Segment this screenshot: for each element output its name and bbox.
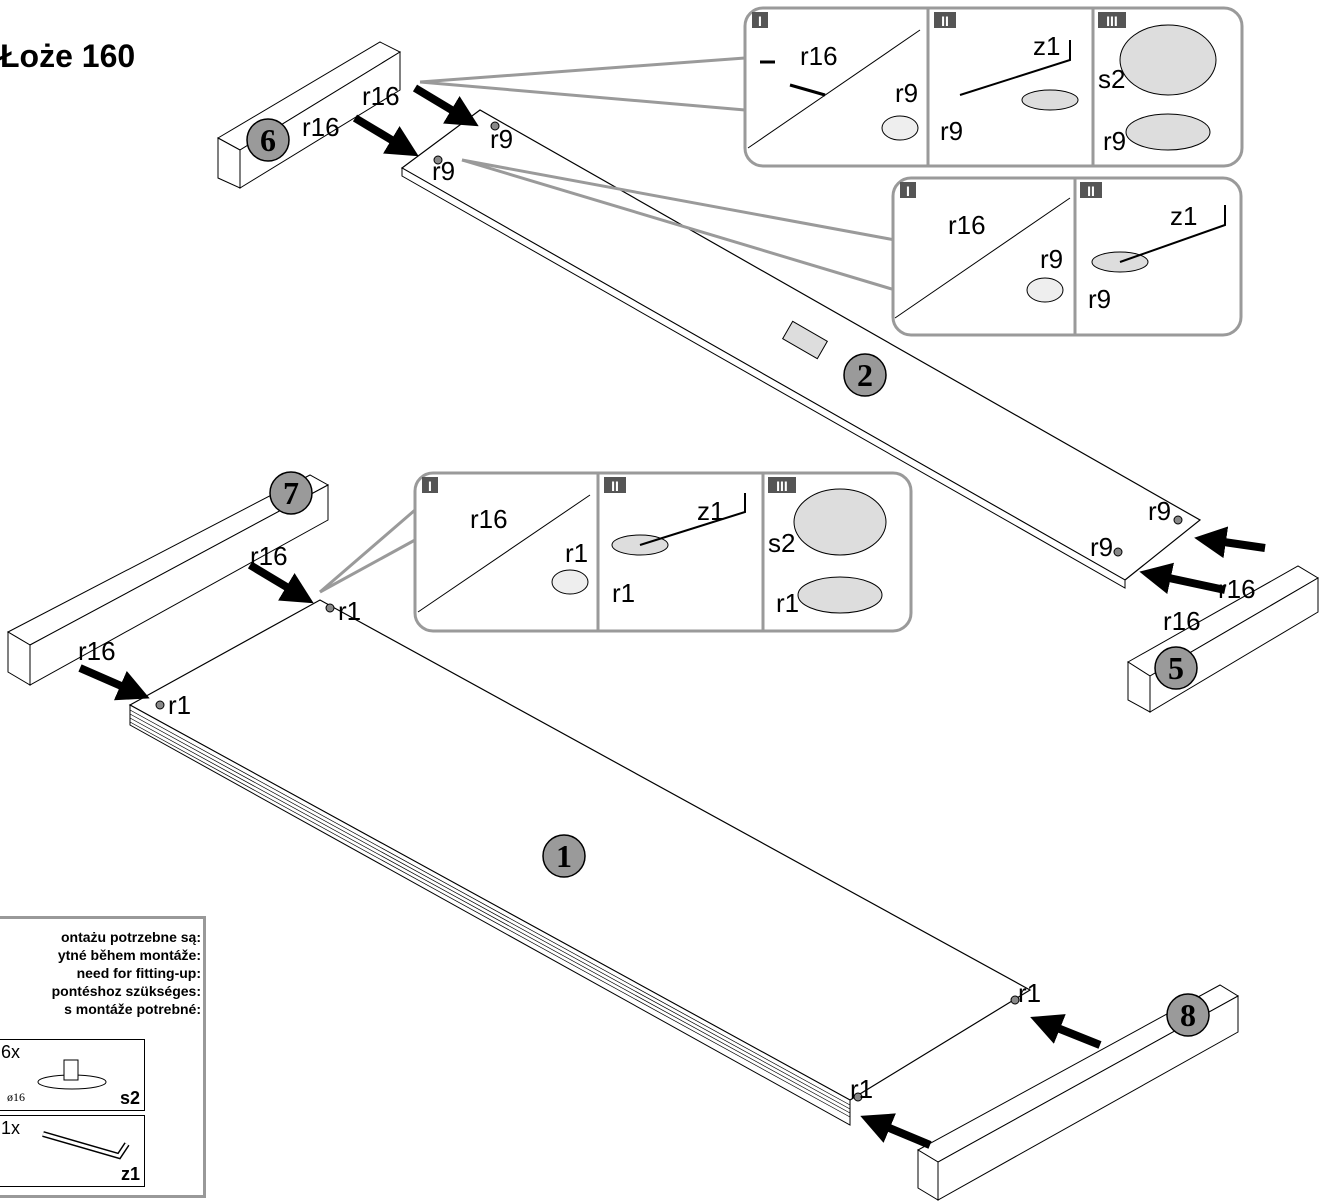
tools-text-sk: s montáže potrebné: xyxy=(64,1001,201,1017)
part-number-5: 5 xyxy=(1168,650,1184,686)
part-circle-6 xyxy=(246,118,290,162)
label-r16: r16 xyxy=(78,636,116,666)
label-r9: r9 xyxy=(1148,496,1171,526)
part-circle-8 xyxy=(1166,993,1210,1037)
part-circle-1 xyxy=(542,834,586,878)
callout-connectors xyxy=(319,56,896,594)
callout-lower xyxy=(413,471,913,633)
step-tag: II xyxy=(1087,183,1095,199)
step-tag: II xyxy=(611,478,619,494)
tool-qty: 6x xyxy=(1,1042,21,1062)
label-r16: r16 xyxy=(1218,574,1256,604)
label-r9: r9 xyxy=(432,156,455,186)
label-r1: r1 xyxy=(776,588,799,618)
step-tag: I xyxy=(906,183,910,199)
step-tag: II xyxy=(941,13,949,29)
step-tag: III xyxy=(776,478,788,494)
label-r1: r1 xyxy=(612,578,635,608)
part-number-7: 7 xyxy=(283,475,299,511)
label-r1: r1 xyxy=(565,538,588,568)
part-circle-2 xyxy=(843,353,887,397)
allen-key-icon xyxy=(42,1131,130,1160)
cam-lock-icon xyxy=(37,1059,107,1090)
board-part-2 xyxy=(400,109,1202,589)
label-r9: r9 xyxy=(940,116,963,146)
callout-middle xyxy=(891,176,1243,337)
label-r9: r9 xyxy=(895,78,918,108)
label-s2: s2 xyxy=(768,528,795,558)
tools-text-hu: pontéshoz szükséges: xyxy=(51,983,201,999)
label-r1: r1 xyxy=(338,596,361,626)
tool-qty: 1x xyxy=(1,1118,21,1138)
part-circle-7 xyxy=(269,471,313,515)
tool-code: z1 xyxy=(120,1164,140,1184)
label-r9: r9 xyxy=(1103,126,1126,156)
tools-text-pl: ontażu potrzebne są: xyxy=(60,929,201,945)
label-r9: r9 xyxy=(1090,532,1113,562)
part-number-2: 2 xyxy=(857,357,873,393)
step-tag: III xyxy=(1106,13,1118,29)
label-r9: r9 xyxy=(1088,284,1111,314)
label-r16: r16 xyxy=(1163,606,1201,636)
part-circle-5 xyxy=(1154,646,1198,690)
page-title: Łoże 160 xyxy=(0,38,136,74)
label-r1: r1 xyxy=(850,1074,873,1104)
tool-item-s2: 6x ø16 s2 xyxy=(0,1039,145,1111)
assembly-arrows xyxy=(78,84,1266,1149)
label-z1: z1 xyxy=(1033,31,1060,61)
tool-note: ø16 xyxy=(7,1090,25,1104)
label-r9: r9 xyxy=(490,124,513,154)
tools-text-en: need for fitting-up: xyxy=(76,965,201,981)
part-number-6: 6 xyxy=(260,122,276,158)
label-r16: r16 xyxy=(250,541,288,571)
tools-text-cz: ytné během montáže: xyxy=(57,947,201,963)
tools-required-box: ontażu potrzebne są: ytné během montáže:… xyxy=(0,916,206,1198)
label-r16: r16 xyxy=(948,210,986,240)
leg-part-8 xyxy=(916,984,1239,1201)
tool-code: s2 xyxy=(119,1088,140,1108)
callout-top xyxy=(743,6,1244,168)
label-r16: r16 xyxy=(470,504,508,534)
label-r9: r9 xyxy=(1040,244,1063,274)
leg-part-7 xyxy=(6,474,330,686)
label-r16: r16 xyxy=(362,81,400,111)
step-tag: I xyxy=(758,13,762,29)
part-number-8: 8 xyxy=(1180,997,1196,1033)
label-z1: z1 xyxy=(697,496,724,526)
label-r1: r1 xyxy=(168,690,191,720)
label-r1: r1 xyxy=(1018,978,1041,1008)
tool-item-z1: 1x z1 xyxy=(0,1115,145,1187)
label-s2: s2 xyxy=(1098,64,1125,94)
label-r16: r16 xyxy=(302,112,340,142)
part-number-1: 1 xyxy=(556,838,572,874)
step-tag: I xyxy=(428,478,432,494)
label-z1: z1 xyxy=(1170,201,1197,231)
label-r16: r16 xyxy=(800,41,838,71)
